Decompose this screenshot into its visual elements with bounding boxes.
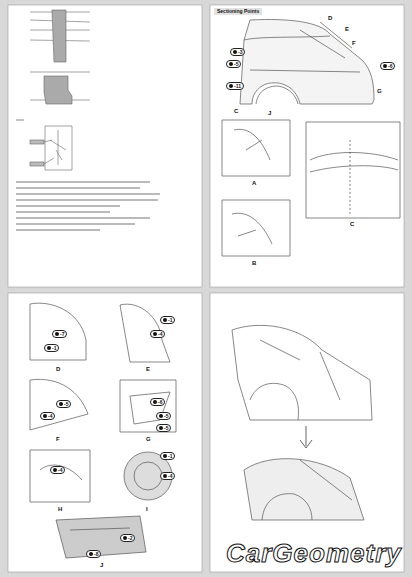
- callout-number: -4: [168, 474, 172, 479]
- callout-number: -8: [94, 552, 98, 557]
- callout-badge: -4: [40, 412, 55, 420]
- callout-number: -7: [60, 332, 64, 337]
- weld-symbol: [229, 84, 233, 88]
- callout-badge: -4: [150, 330, 165, 338]
- section-heading: Sectioning Points: [214, 8, 262, 15]
- callout-badge: -8: [86, 550, 101, 558]
- weld-symbol: [47, 346, 51, 350]
- callout-badge: -11: [226, 82, 244, 90]
- view-letter: F: [56, 436, 60, 442]
- weld-symbol: [229, 62, 233, 66]
- callout-number: -1: [52, 346, 56, 351]
- callout-badge: -5: [56, 400, 71, 408]
- view-letter: E: [345, 26, 349, 32]
- view-letter: H: [58, 506, 62, 512]
- callout-badge: -5: [156, 412, 171, 420]
- callout-number: -2: [128, 536, 132, 541]
- view-letter: D: [328, 15, 332, 21]
- weld-symbol: [55, 332, 59, 336]
- weld-symbol: [153, 332, 157, 336]
- view-letter: C: [234, 108, 238, 114]
- callout-badge: -6: [150, 398, 165, 406]
- weld-symbol: [59, 402, 63, 406]
- callout-badge: -4: [160, 472, 175, 480]
- weld-symbol: [89, 552, 93, 556]
- callout-number: -4: [58, 468, 62, 473]
- callout-badge: -1: [44, 344, 59, 352]
- view-letter: B: [252, 260, 256, 266]
- weld-symbol: [159, 426, 163, 430]
- callout-badge: -7: [52, 330, 67, 338]
- weld-symbol: [163, 318, 167, 322]
- weld-symbol: [53, 468, 57, 472]
- view-letter: C: [350, 221, 354, 227]
- callout-number: -1: [168, 318, 172, 323]
- callout-number: -1: [168, 454, 172, 459]
- weld-symbol: [43, 414, 47, 418]
- weld-symbol: [153, 400, 157, 404]
- weld-symbol: [383, 64, 387, 68]
- callout-number: -5: [64, 402, 68, 407]
- callout-badge: -1: [160, 452, 175, 460]
- view-letter: G: [377, 88, 382, 94]
- callout-number: -3: [238, 50, 242, 55]
- callout-number: -4: [48, 414, 52, 419]
- view-letter: F: [352, 40, 356, 46]
- callout-number: -4: [158, 332, 162, 337]
- weld-symbol: [123, 536, 127, 540]
- callout-number: -5: [164, 426, 168, 431]
- callout-badge: -3: [230, 48, 245, 56]
- view-letter: A: [252, 180, 256, 186]
- view-letter: I: [146, 506, 148, 512]
- watermark: CarGeometry: [226, 540, 402, 566]
- callout-badge: -5: [226, 60, 241, 68]
- view-letter: J: [100, 562, 103, 568]
- weld-symbol: [233, 50, 237, 54]
- view-letter: E: [146, 366, 150, 372]
- callout-badge: -5: [156, 424, 171, 432]
- callout-number: -6: [388, 64, 392, 69]
- callout-number: -6: [158, 400, 162, 405]
- callout-badge: -2: [120, 534, 135, 542]
- callout-number: -11: [234, 84, 241, 89]
- callout-badge: -1: [160, 316, 175, 324]
- callout-number: -5: [164, 414, 168, 419]
- weld-symbol: [163, 474, 167, 478]
- callout-badge: -6: [380, 62, 395, 70]
- view-letter: G: [146, 436, 151, 442]
- callout-number: -5: [234, 62, 238, 67]
- weld-symbol: [159, 414, 163, 418]
- weld-symbol: [163, 454, 167, 458]
- view-letter: D: [56, 366, 60, 372]
- callout-badge: -4: [50, 466, 65, 474]
- view-letter: J: [268, 110, 271, 116]
